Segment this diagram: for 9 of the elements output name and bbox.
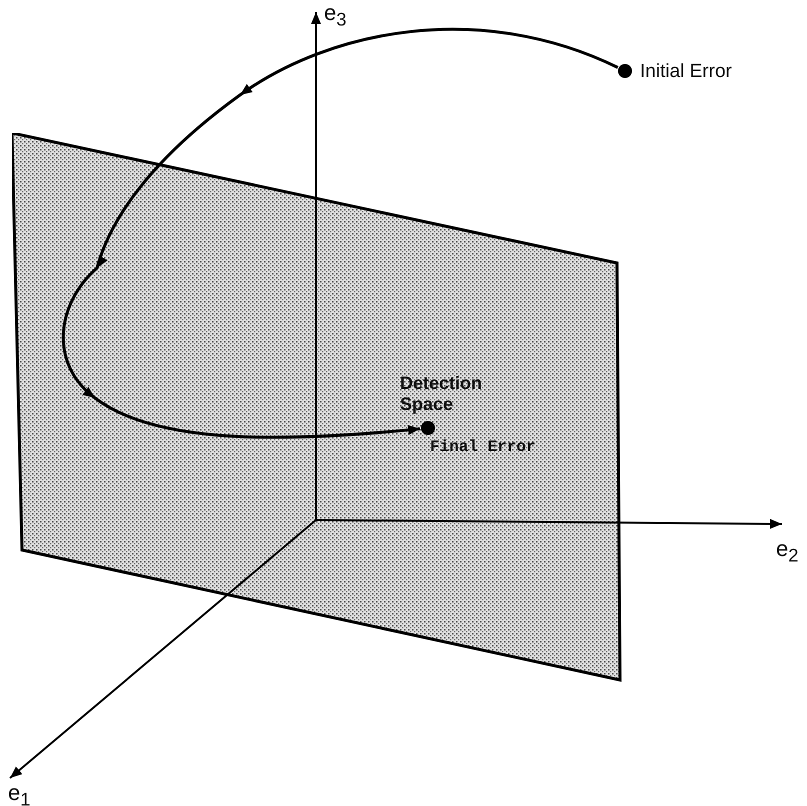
axis-label: e$_{1}$ — [8, 780, 30, 806]
point-marker — [618, 64, 632, 78]
point-label: Initial Error — [640, 61, 732, 83]
trajectory-arrow — [62, 28, 618, 439]
plane-drawing — [12, 133, 622, 682]
point-label: Final Error — [430, 438, 536, 456]
region-label: Detection Space — [400, 373, 484, 415]
axis-label: e$_{3}$ — [324, 0, 346, 30]
axis-label: e$_{2}$ — [776, 536, 798, 566]
